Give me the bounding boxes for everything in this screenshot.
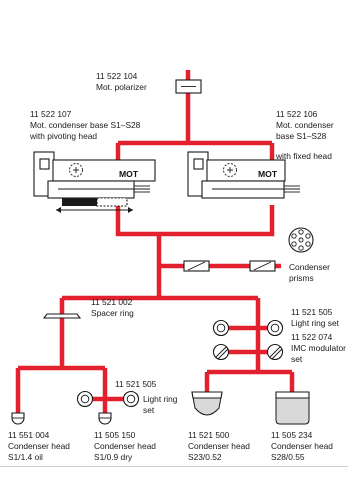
head-s1-oil-number: 11 551 004 bbox=[8, 430, 50, 440]
condenser-head-s23-icon bbox=[191, 391, 223, 416]
spacer-ring-name: Spacer ring bbox=[91, 308, 134, 318]
light-ring-left-icons bbox=[76, 390, 140, 408]
connection-lines bbox=[15, 70, 295, 413]
imc-modulator-line1: IMC modulator bbox=[291, 343, 346, 353]
polarizer-icon bbox=[175, 79, 202, 94]
imc-modulator-number: 11 522 074 bbox=[291, 332, 333, 342]
spacer-ring-icon bbox=[42, 313, 82, 319]
base-fixed-line2: base S1–S28 bbox=[276, 131, 327, 141]
base-pivoting-number: 11 522 107 bbox=[30, 109, 72, 119]
head-s1-dry-number: 11 505 150 bbox=[94, 430, 136, 440]
base-fixed-number: 11 522 106 bbox=[276, 109, 318, 119]
condenser-head-dry-icon bbox=[98, 412, 112, 425]
head-s23-line1: Condenser head bbox=[188, 441, 250, 451]
polarizer-number: 11 522 104 bbox=[96, 71, 138, 81]
condenser-base-fixed-icon bbox=[187, 151, 300, 199]
head-s1-dry-line2: S1/0.9 dry bbox=[94, 452, 133, 462]
head-s23-line2: S23/0.52 bbox=[188, 452, 222, 462]
base-fixed-line1: Mot. condenser bbox=[276, 120, 334, 130]
light-ring-right-number: 11 521 505 bbox=[291, 307, 333, 317]
head-s23-number: 11 521 500 bbox=[188, 430, 230, 440]
base-pivoting-line2: with pivoting head bbox=[29, 131, 97, 141]
light-ring-left-line2: set bbox=[143, 405, 155, 415]
light-ring-right-icons bbox=[212, 319, 284, 337]
light-ring-right-name: Light ring set bbox=[291, 318, 340, 328]
base-fixed-badge: MOT bbox=[258, 169, 278, 179]
condenser-head-oil-icon bbox=[11, 412, 25, 425]
wire-left-lower bbox=[115, 205, 275, 237]
base-fixed-line3: with fixed head bbox=[275, 151, 332, 161]
imc-modulator-icons bbox=[212, 343, 284, 361]
bottom-divider bbox=[0, 466, 348, 467]
condenser-head-s28-icon bbox=[275, 391, 310, 425]
light-ring-left-line1: Light ring bbox=[143, 394, 178, 404]
prism-slider-right-icon bbox=[249, 260, 276, 272]
prism-slider-left-icon bbox=[183, 260, 210, 272]
spacer-ring-number: 11 521 002 bbox=[91, 297, 133, 307]
prisms-line1: Condenser bbox=[289, 262, 330, 272]
prisms-line2: prisms bbox=[289, 273, 314, 283]
polarizer-name: Mot. polarizer bbox=[96, 82, 147, 92]
base-pivoting-line1: Mot. condenser base S1–S28 bbox=[30, 120, 141, 130]
head-s1-oil-line1: Condenser head bbox=[8, 441, 70, 451]
condenser-base-pivoting-icon bbox=[33, 151, 156, 213]
head-s1-dry-line1: Condenser head bbox=[94, 441, 156, 451]
light-ring-left-number: 11 521 505 bbox=[115, 379, 157, 389]
prism-turret-icon bbox=[288, 227, 314, 253]
head-s28-line1: Condenser head bbox=[271, 441, 333, 451]
base-pivoting-badge: MOT bbox=[119, 169, 139, 179]
imc-modulator-line2: set bbox=[291, 354, 303, 364]
head-s28-number: 11 505 234 bbox=[271, 430, 313, 440]
head-s1-oil-line2: S1/1.4 oil bbox=[8, 452, 43, 462]
head-s28-line2: S28/0.55 bbox=[271, 452, 305, 462]
